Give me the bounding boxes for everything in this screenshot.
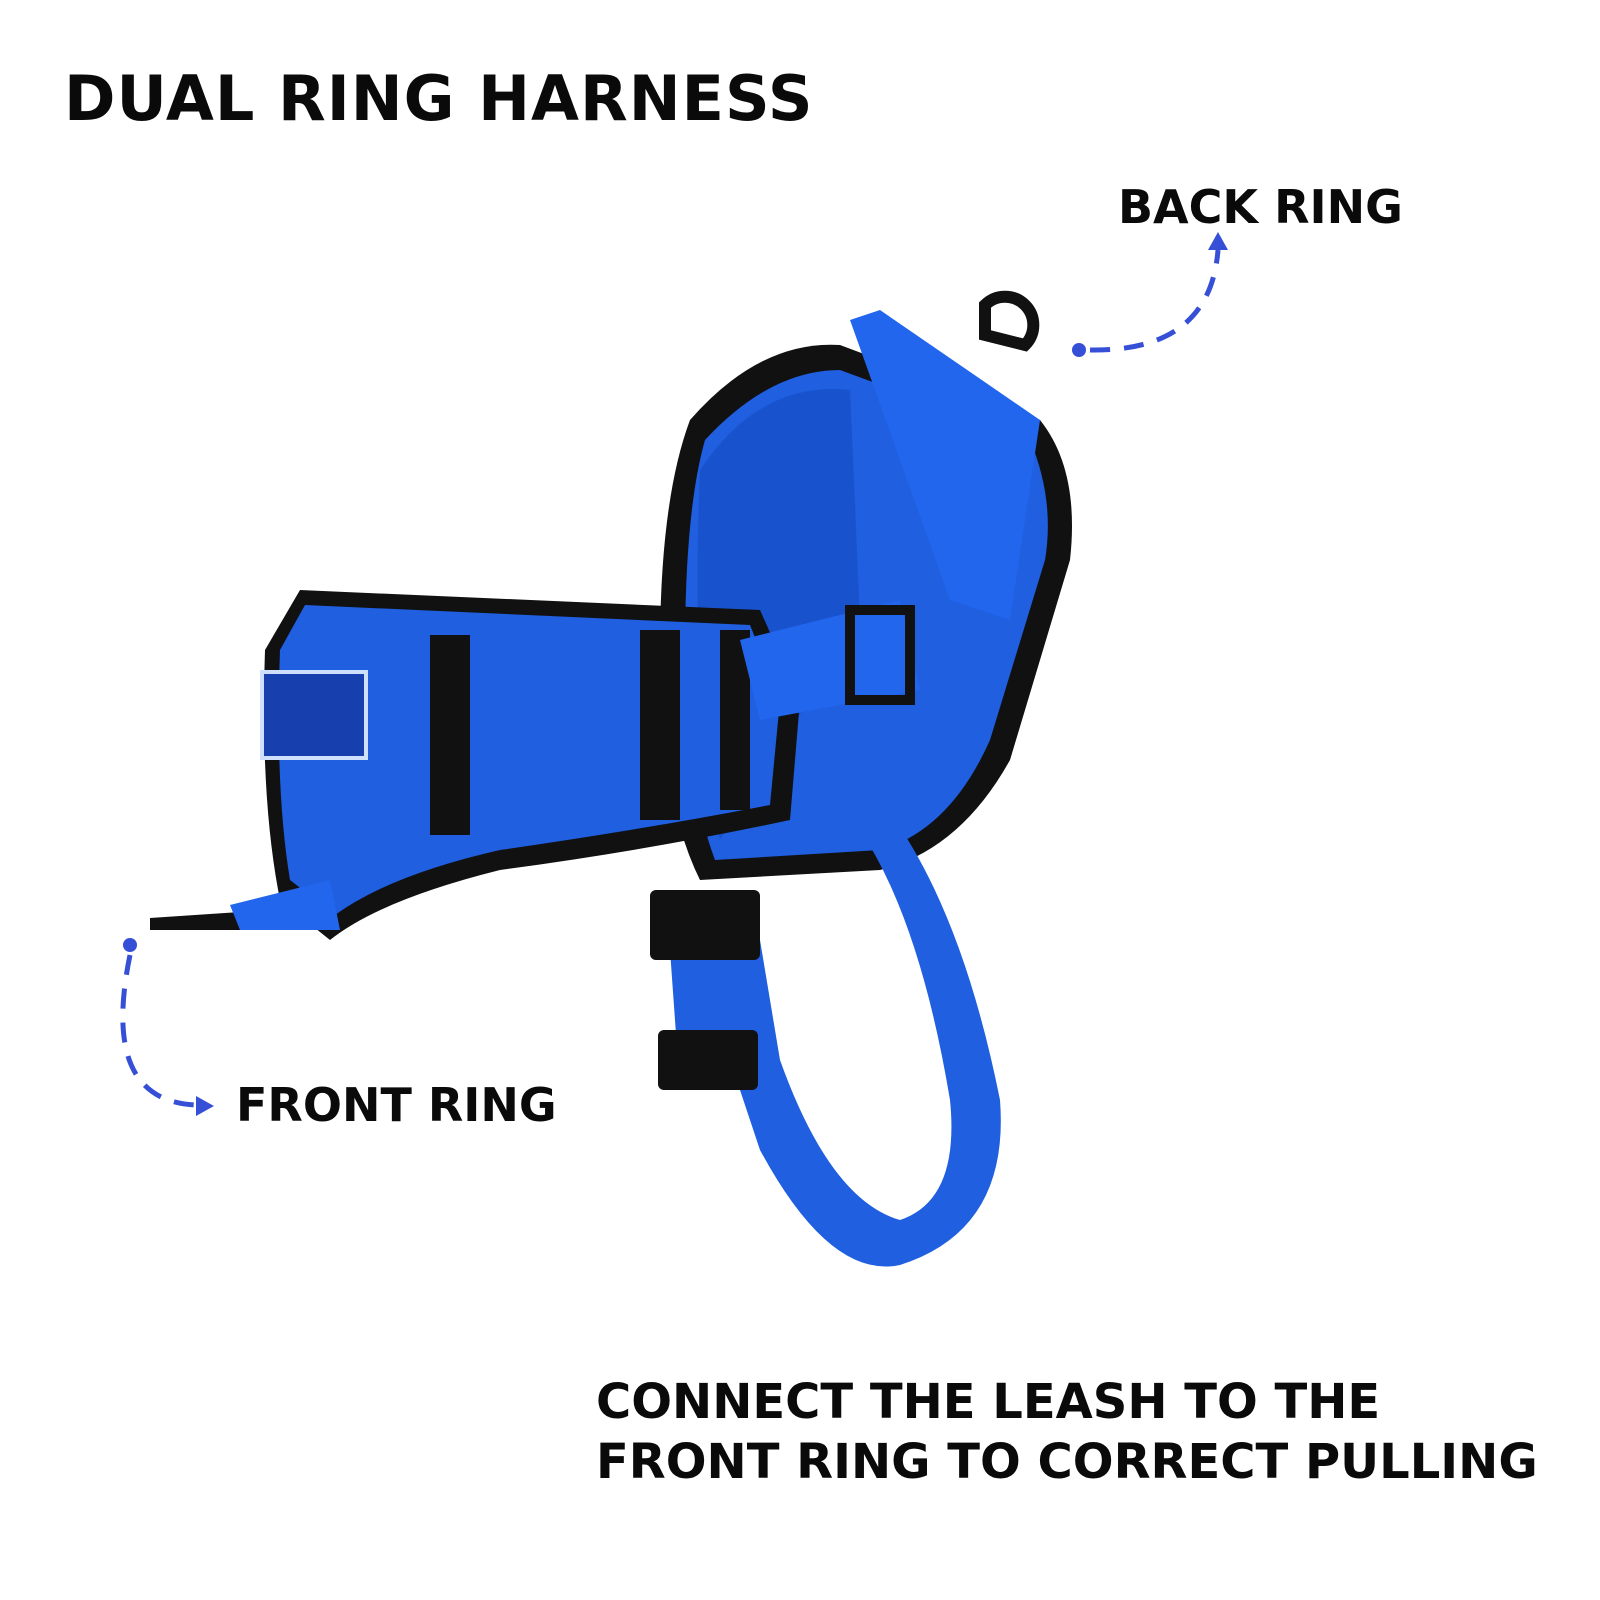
page-title: DUAL RING HARNESS — [64, 62, 814, 135]
back-ring-label: BACK RING — [1118, 180, 1403, 234]
buckle-icon — [650, 890, 760, 960]
caption: CONNECT THE LEASH TO THE FRONT RING TO C… — [596, 1372, 1538, 1492]
harness-straps — [650, 800, 1001, 1267]
caption-line-1: CONNECT THE LEASH TO THE — [596, 1374, 1381, 1430]
front-ring-arrow-icon — [120, 938, 214, 1116]
back-ring-arrow-icon — [1072, 232, 1228, 357]
brand-logo — [260, 670, 368, 760]
back-ring-icon — [979, 290, 1040, 352]
harness-chest-panel — [150, 590, 920, 940]
caption-line-2: FRONT RING TO CORRECT PULLING — [596, 1434, 1538, 1490]
front-ring-label: FRONT RING — [236, 1078, 557, 1132]
